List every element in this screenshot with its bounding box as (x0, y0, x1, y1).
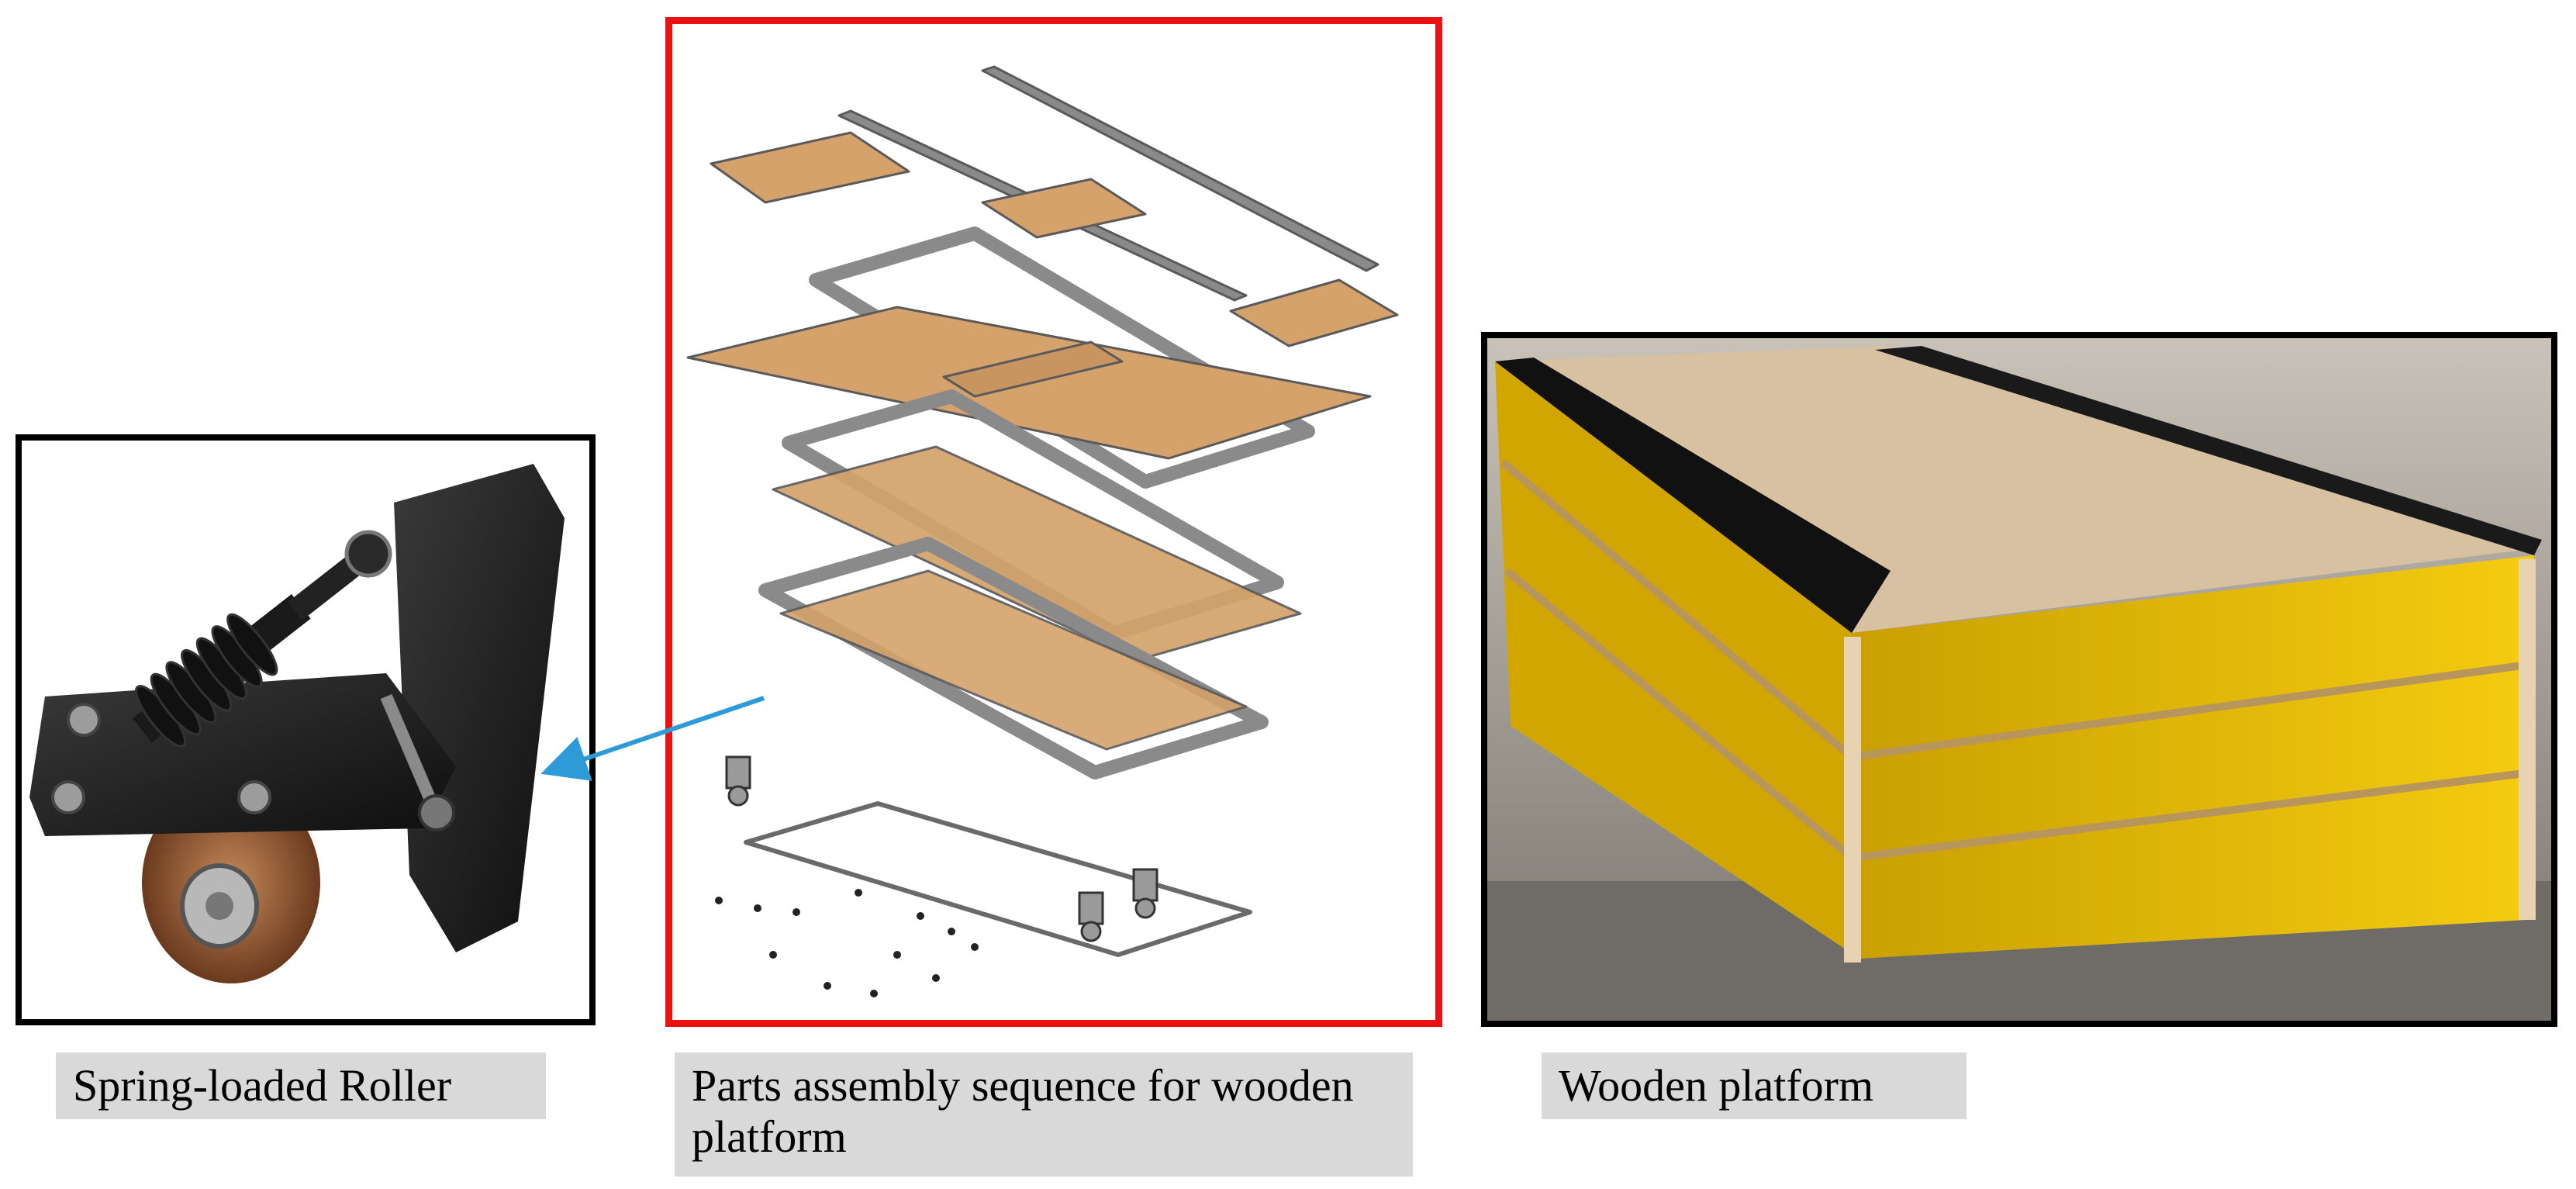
platform-top (1495, 346, 2542, 633)
board-layer-3 (779, 569, 1248, 751)
roller-base-plate (29, 673, 456, 836)
rail-long (981, 65, 1380, 272)
exploded-assembly-diagram (672, 24, 1435, 1020)
frame-3 (758, 537, 1269, 779)
caption-wooden-platform: Wooden platform (1542, 1052, 1967, 1119)
caption-spring-loaded-roller: Spring-loaded Roller (56, 1052, 546, 1119)
assembly-drawing-panel (665, 17, 1442, 1027)
platform-rail-right (1875, 346, 2542, 555)
platform-front-face (1852, 555, 2534, 959)
roller-photo-panel (16, 434, 596, 1025)
board-layer-2 (772, 445, 1302, 662)
caption-assembly-sequence: Parts assembly sequence for wooden platf… (675, 1052, 1413, 1177)
platform-seams (1500, 459, 2535, 862)
wooden-platform-illustration (1487, 338, 2551, 1021)
wooden-platform-photo-panel (1481, 332, 2557, 1027)
assembly-screws (715, 889, 979, 997)
bottom-frame (744, 801, 1252, 957)
roller-spring (133, 530, 392, 748)
board-top-mid (981, 178, 1147, 239)
platform-side-face (1495, 361, 1859, 959)
board-top-right (1229, 278, 1399, 347)
spring-loaded-roller-illustration (22, 441, 589, 1019)
board-top-left (710, 131, 910, 204)
platform-rail-left (1495, 358, 1891, 633)
